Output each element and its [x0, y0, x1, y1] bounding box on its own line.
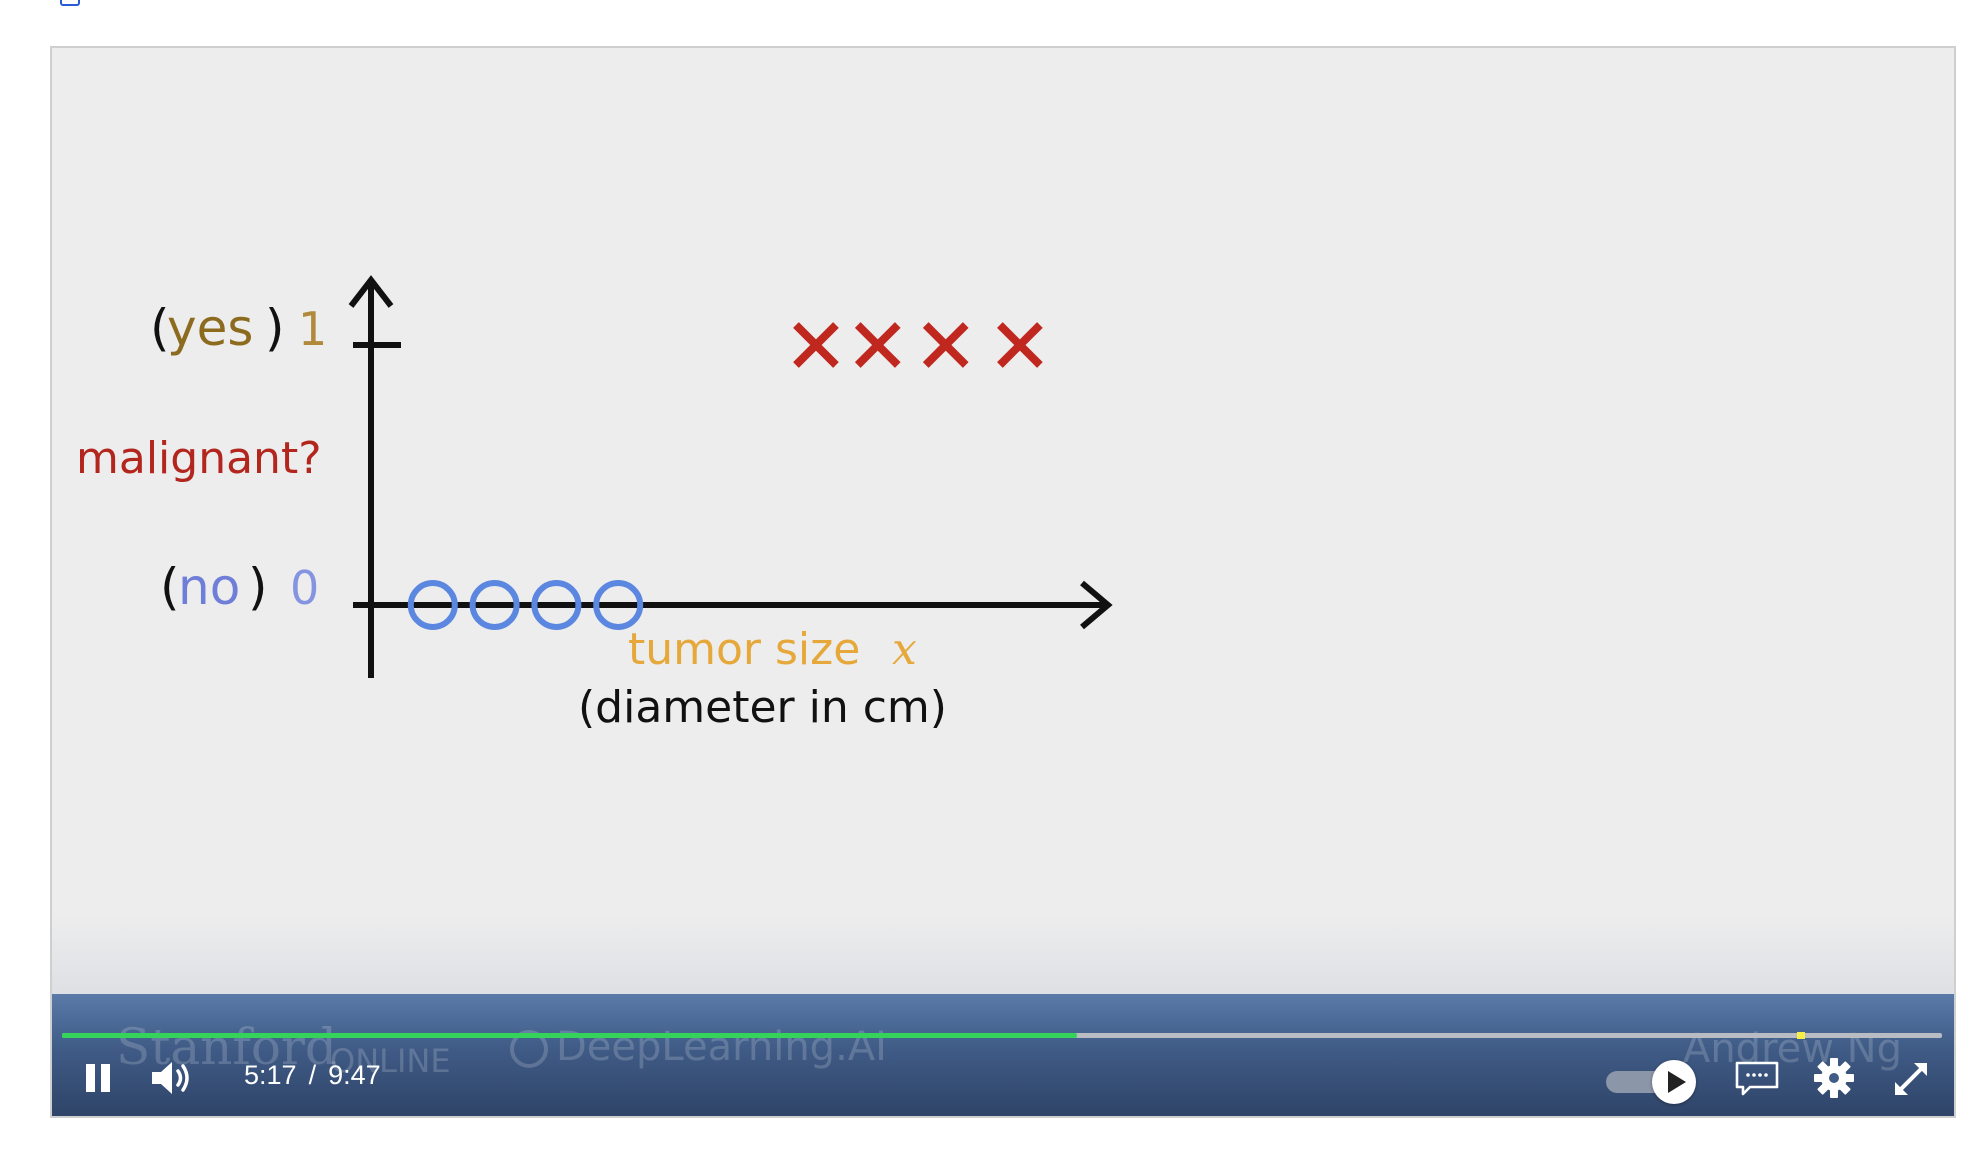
data-point-circle [469, 580, 520, 630]
y-axis-title: malignant? [76, 433, 322, 484]
volume-button[interactable] [150, 1058, 196, 1098]
lecture-slide: ( yes ) 1 malignant? ( no ) 0 tumor size… [52, 48, 1954, 1116]
play-icon [1668, 1071, 1686, 1093]
controls-fade [52, 916, 1954, 996]
data-point-cross [997, 322, 1043, 368]
y-tick-label-1: 1 [298, 302, 327, 356]
x-axis-subtitle: (diameter in cm) [578, 682, 947, 733]
watermark-stanford: Stanford [116, 1018, 337, 1076]
pause-icon [86, 1064, 95, 1092]
autoplay-toggle[interactable] [1606, 1060, 1700, 1104]
y-label-no-paren-open: ( [160, 558, 180, 616]
document-icon[interactable] [60, 0, 80, 6]
captions-icon [1735, 1061, 1779, 1096]
y-label-yes-paren-close: ) [265, 299, 285, 357]
x-axis-variable: x [892, 624, 917, 675]
y-axis-arrowhead [348, 275, 394, 308]
progress-played [62, 1033, 1078, 1038]
data-point-circle [407, 580, 458, 630]
progress-bar[interactable] [62, 1032, 1942, 1039]
deeplearning-logo-icon [510, 1030, 548, 1068]
data-point-cross [854, 322, 901, 368]
settings-button[interactable] [1812, 1056, 1856, 1100]
captions-button[interactable] [1734, 1060, 1780, 1098]
fullscreen-button[interactable] [1890, 1058, 1932, 1100]
video-player[interactable]: ( yes ) 1 malignant? ( no ) 0 tumor size… [50, 46, 1956, 1118]
time-display: 5:17 / 9:47 [244, 1060, 381, 1091]
y-label-yes-word: yes [167, 299, 253, 357]
pause-icon-bar [101, 1064, 110, 1092]
control-bar: Stanford ONLINE DeepLearning.AI Andrew N… [52, 994, 1954, 1116]
pause-button[interactable] [82, 1060, 118, 1096]
watermark-online: ONLINE [330, 1042, 451, 1080]
y-label-no-word: no [178, 558, 240, 616]
x-axis-title: tumor size [628, 624, 860, 675]
data-point-cross [922, 322, 969, 368]
top-strip [0, 0, 1986, 18]
chart-marks [407, 322, 1043, 630]
y-label-yes-paren-open: ( [150, 299, 170, 357]
watermark-deeplearning: DeepLearning.AI [556, 1024, 887, 1070]
volume-icon [152, 1062, 189, 1094]
time-separator: / [308, 1060, 317, 1090]
x-axis-arrowhead [1080, 580, 1113, 630]
current-time: 5:17 [244, 1060, 297, 1090]
y-label-no-paren-close: ) [248, 558, 268, 616]
progress-marker[interactable] [1797, 1032, 1806, 1039]
fullscreen-icon [1895, 1063, 1927, 1095]
slide-chart: ( yes ) 1 malignant? ( no ) 0 tumor size… [76, 275, 1113, 733]
data-point-circle [531, 580, 582, 630]
duration: 9:47 [328, 1060, 381, 1090]
gear-icon [1814, 1058, 1854, 1098]
data-point-cross [793, 322, 839, 368]
y-tick-label-0: 0 [290, 561, 319, 615]
autoplay-knob [1652, 1060, 1696, 1104]
data-point-circle [593, 580, 644, 630]
